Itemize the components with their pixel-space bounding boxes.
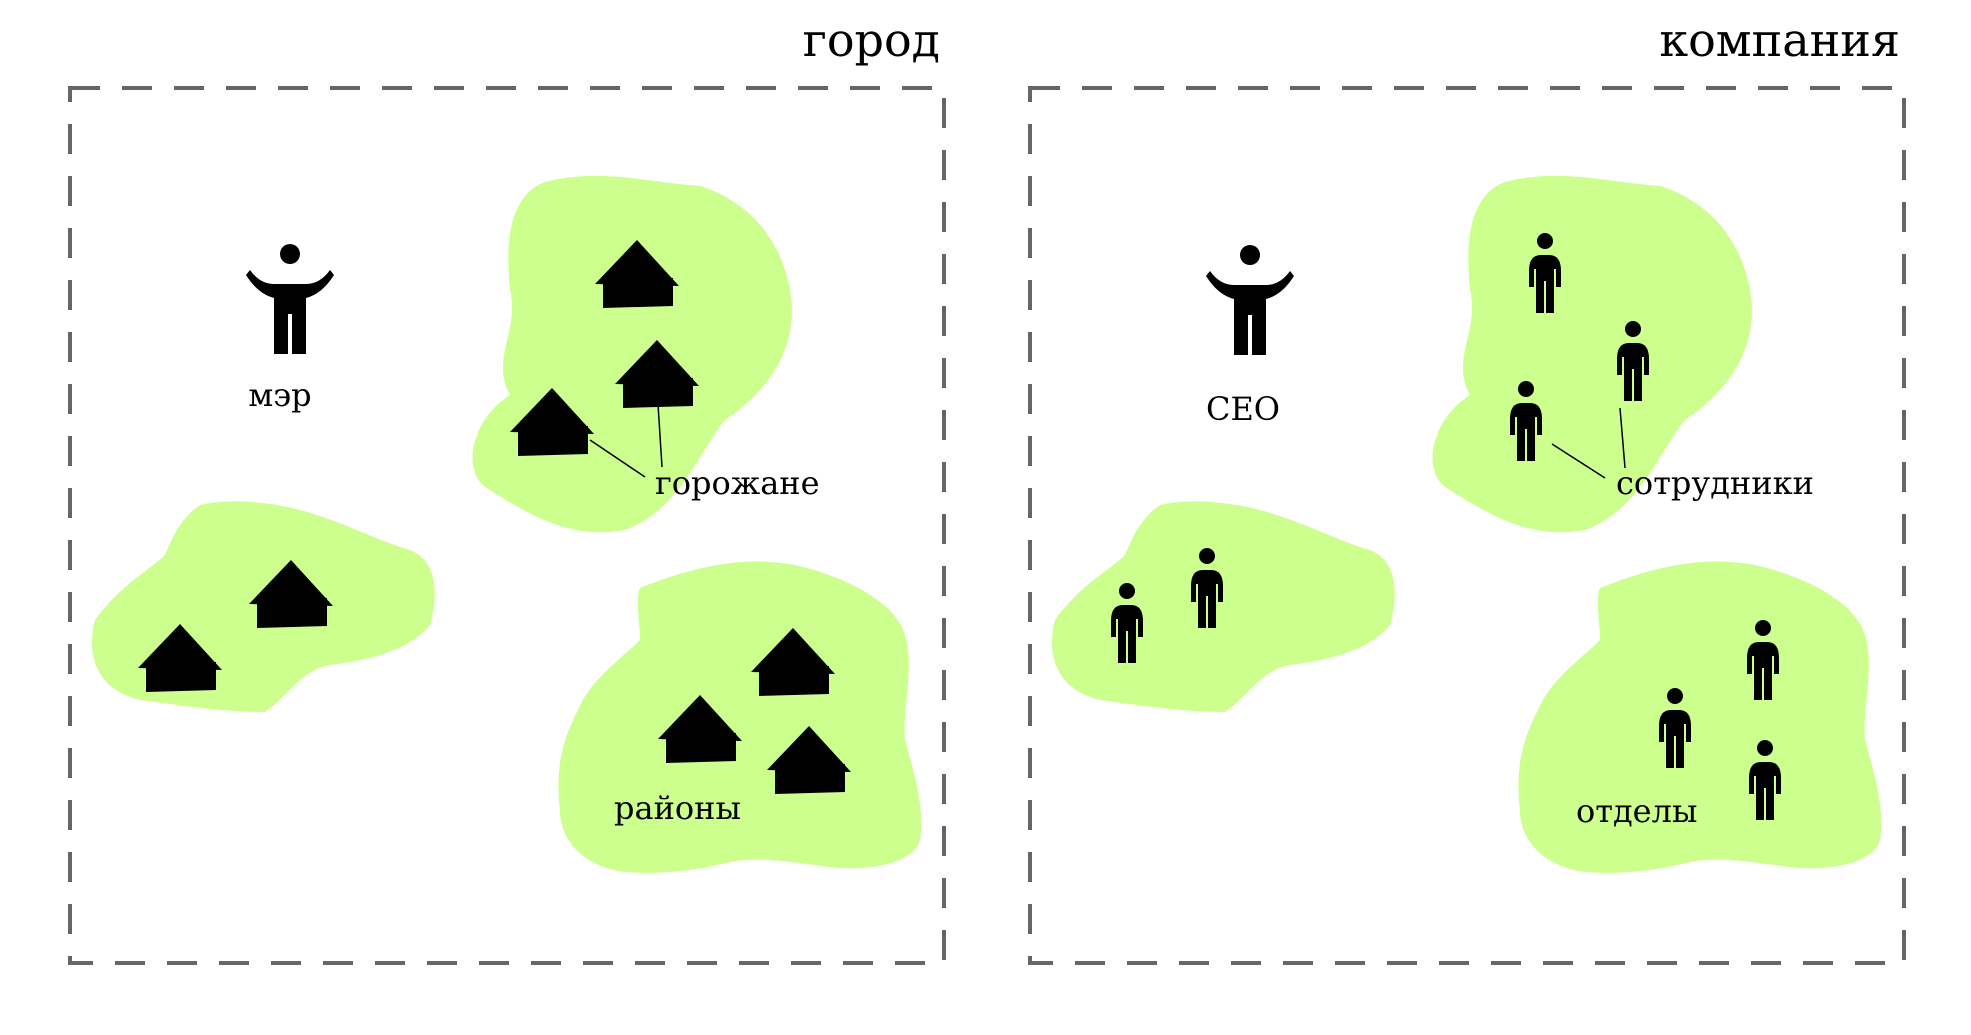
mayor-person-icon bbox=[246, 244, 334, 354]
company-panel: компания CEO сотрудники отделы bbox=[1028, 13, 1906, 965]
employees-label: сотрудники bbox=[1616, 464, 1814, 502]
city-panel: город мэр горожане районы bbox=[68, 13, 946, 965]
citizens-leader-line bbox=[657, 403, 663, 468]
city-frame bbox=[68, 86, 946, 965]
citizens-leader-line bbox=[589, 439, 646, 478]
departments-label: отделы bbox=[1576, 792, 1697, 830]
city-title: город bbox=[803, 13, 940, 67]
company-title: компания bbox=[1659, 13, 1900, 67]
employees-leader-line bbox=[1551, 443, 1606, 479]
department-blob-top bbox=[1432, 175, 1752, 533]
ceo-person-icon bbox=[1206, 245, 1294, 355]
company-frame bbox=[1028, 86, 1906, 965]
citizens-label: горожане bbox=[655, 464, 820, 502]
department-blob-bottom bbox=[1518, 561, 1882, 873]
department-blob-left bbox=[1052, 501, 1395, 712]
ceo-label: CEO bbox=[1206, 390, 1280, 428]
employees-leader-line bbox=[1619, 407, 1626, 469]
district-blob-bottom bbox=[558, 561, 922, 873]
districts-label: районы bbox=[614, 789, 741, 827]
mayor-label: мэр bbox=[248, 376, 311, 414]
